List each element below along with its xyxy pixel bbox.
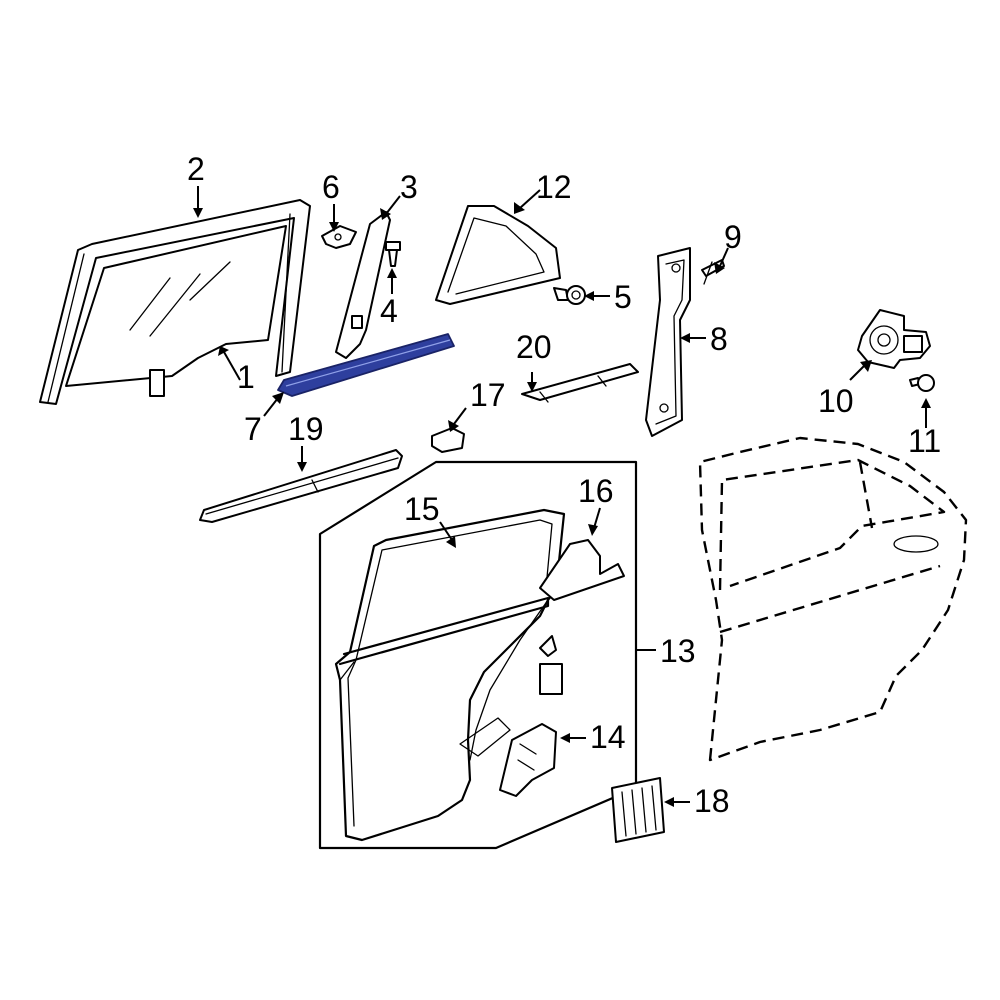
regulator-cables [459,599,549,761]
part-17-clip[interactable] [431,427,465,453]
part-1-door-glass[interactable] [65,225,287,397]
part-8-regulator-rail[interactable] [645,247,691,437]
part-19-lower-seal[interactable] [199,449,403,523]
part-3-channel[interactable] [335,211,391,359]
part-13-regulator-assembly-box [318,460,638,850]
part-5-bolt[interactable] [553,285,586,305]
callout-5: 5 [614,279,632,315]
callout-19: 19 [288,411,324,447]
callout-20: 20 [516,329,552,365]
part-14-motor[interactable] [499,635,563,797]
callout-14: 14 [590,719,626,755]
leader-lines [193,186,931,807]
callout-7: 7 [244,411,262,447]
callout-10: 10 [818,383,854,419]
part-16-rail[interactable] [539,539,625,601]
part-15-frame[interactable] [334,508,566,842]
callout-3: 3 [400,169,418,205]
callout-9: 9 [724,219,742,255]
part-12-quarter-glass[interactable] [435,205,561,305]
part-2-glass-run-channel[interactable] [39,199,311,405]
callout-17: 17 [470,377,506,413]
part-20-seal-strip[interactable] [521,363,639,403]
part-7-belt-moulding[interactable] [277,333,455,397]
callout-6: 6 [322,169,340,205]
callout-16: 16 [578,473,614,509]
part-4-screw[interactable] [385,241,401,267]
door-outline [698,436,968,762]
callout-4: 4 [380,293,398,329]
callout-2: 2 [187,151,205,187]
callout-labels: 2 1 6 3 4 12 5 9 8 10 11 7 19 20 17 15 1… [187,151,941,819]
part-18-pad[interactable] [611,777,665,843]
callout-18: 18 [694,783,730,819]
callout-12: 12 [536,169,572,205]
part-6-clip[interactable] [321,225,357,249]
part-10-window-motor[interactable] [857,309,931,369]
callout-8: 8 [710,321,728,357]
part-11-screw[interactable] [909,374,935,392]
callout-11: 11 [908,423,941,459]
callout-15: 15 [404,491,440,527]
callout-13: 13 [660,633,696,669]
callout-1: 1 [237,359,255,395]
